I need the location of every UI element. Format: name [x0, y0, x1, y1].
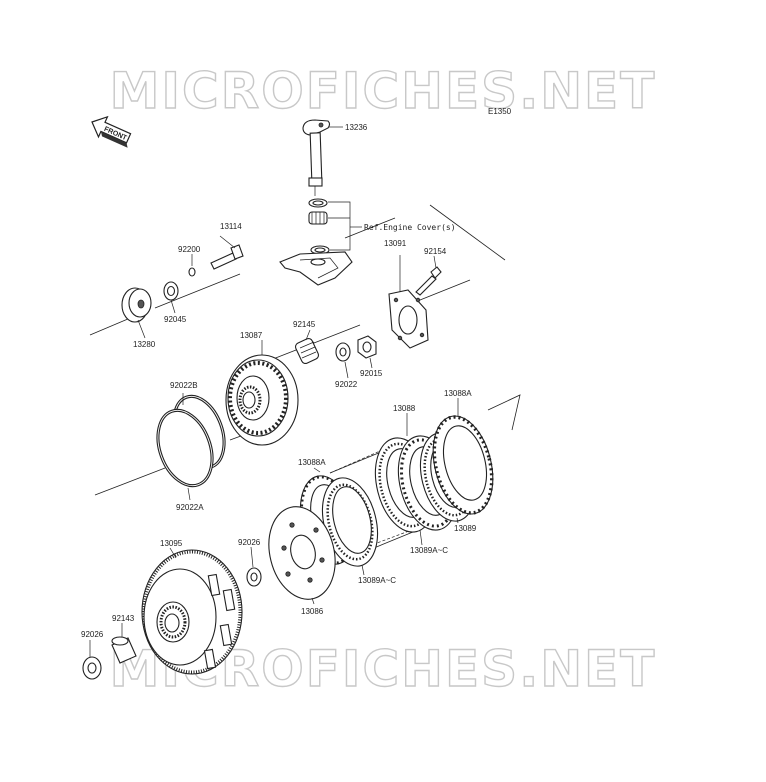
part-13087-clutch-hub: [225, 340, 299, 446]
part-13088A-friction-plate-top: [432, 398, 494, 515]
part-13114-push-rod: [210, 235, 244, 270]
part-92026-washer-mid: [246, 546, 262, 587]
label-13088: 13088: [393, 404, 416, 413]
label-13088A-mid: 13088A: [298, 458, 326, 467]
label-92200: 92200: [178, 245, 201, 254]
label-92022: 92022: [335, 380, 358, 389]
label-13086: 13086: [301, 607, 324, 616]
label-92145: 92145: [293, 320, 316, 329]
part-13280-release-cap: [121, 287, 152, 339]
label-13089: 13089: [454, 524, 477, 533]
engine-cover-fragment: [279, 251, 353, 286]
part-92143-collar: [111, 623, 137, 664]
label-13089AC-mid: 13089A~C: [358, 576, 396, 585]
part-13095-clutch-housing: [141, 547, 243, 675]
part-92022-washer: [335, 342, 351, 379]
label-13236: 13236: [345, 123, 368, 132]
part-92015-nut: [357, 335, 377, 369]
part-92045-bearing: [163, 281, 179, 314]
part-92154-bolt: [415, 255, 442, 296]
label-92022B: 92022B: [170, 381, 198, 390]
front-arrow-icon: FRONT: [91, 115, 132, 148]
label-13091: 13091: [384, 239, 407, 248]
label-92154: 92154: [424, 247, 447, 256]
label-92026-left: 92026: [81, 630, 104, 639]
label-13280: 13280: [133, 340, 156, 349]
part-ref-engine-cover-bearings: [308, 198, 330, 255]
label-92045: 92045: [164, 315, 187, 324]
label-13089AC-right: 13089A~C: [410, 546, 448, 555]
part-92200-o-ring: [188, 267, 196, 277]
part-92026-washer-left: [82, 640, 102, 680]
label-92022A: 92022A: [176, 503, 204, 512]
label-13087: 13087: [240, 331, 263, 340]
label-92015: 92015: [360, 369, 383, 378]
part-13236-lever: [302, 119, 331, 196]
part-13091-plate: [388, 255, 429, 349]
part-92145-spring: [294, 329, 320, 365]
reference-note: Ref.Engine Cover(s): [364, 223, 456, 232]
part-13089AC-steel-plate-mid: [321, 477, 379, 576]
label-13088A-top: 13088A: [444, 389, 472, 398]
part-13086-pressure-plate: [268, 506, 336, 605]
label-13095: 13095: [160, 539, 183, 548]
part-92022A-ring: [156, 408, 214, 501]
watermark-top: MICROFICHES.NET: [110, 62, 657, 120]
label-92026-mid: 92026: [238, 538, 261, 547]
label-13114: 13114: [220, 222, 242, 231]
label-92143: 92143: [112, 614, 135, 623]
part-labels: 13236 13114 92200 92154 13091 92045 1328…: [81, 123, 477, 639]
diagram-code: E1350: [488, 107, 512, 116]
